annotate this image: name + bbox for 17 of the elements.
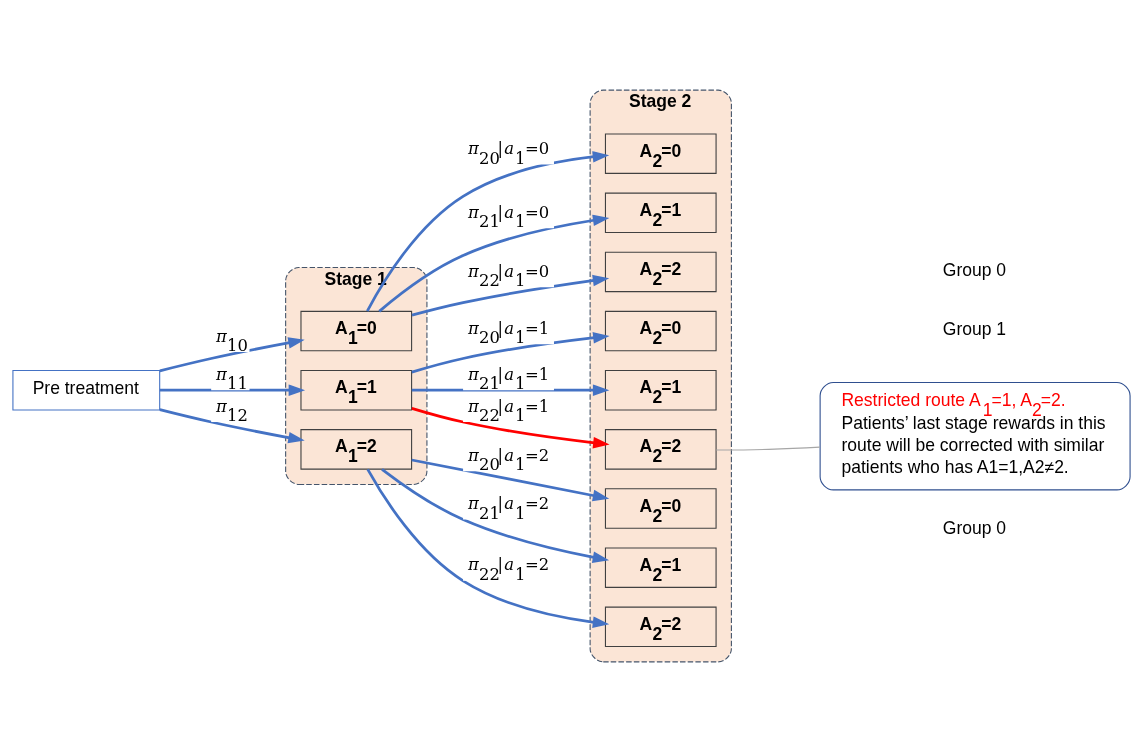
arrow [378, 214, 610, 313]
arrow [159, 408, 305, 444]
arrow [411, 407, 610, 449]
arrow [411, 332, 610, 374]
label: Group 0 [942, 260, 1007, 281]
arrow [366, 151, 610, 312]
connector [715, 446, 821, 451]
label: Group 0 [942, 517, 1007, 538]
arrow [411, 274, 610, 317]
arrow [411, 384, 610, 396]
label: Group 1 [942, 319, 1007, 340]
arrow [411, 458, 610, 502]
node-box: Pre treatment [12, 369, 161, 411]
arrow [366, 468, 610, 628]
arrow [159, 384, 306, 396]
arrow [159, 337, 305, 373]
arrow [381, 468, 610, 563]
